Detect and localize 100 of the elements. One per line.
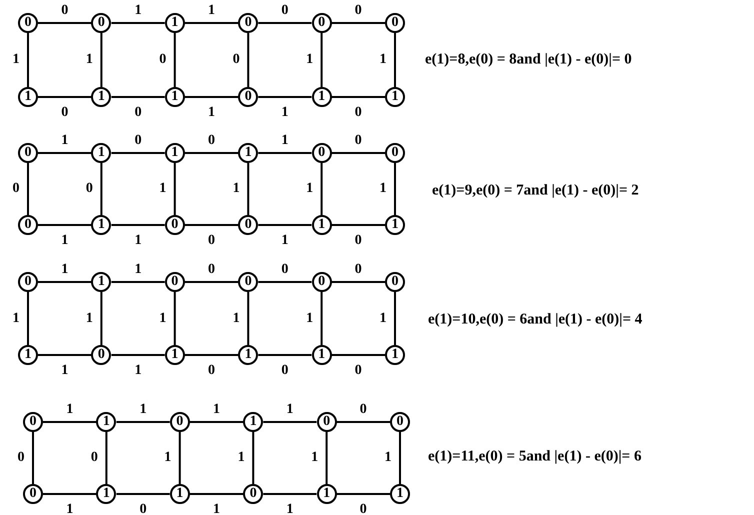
edge-line — [111, 152, 165, 154]
edge-label: 1 — [134, 364, 142, 378]
edge-label: 0 — [208, 364, 215, 378]
edge-label: 1 — [134, 234, 142, 248]
edge-label: 0 — [140, 503, 147, 515]
edge-label: 1 — [306, 312, 314, 326]
vertex-circle: 0 — [238, 87, 258, 107]
edge-label: 1 — [384, 451, 392, 465]
edge-line — [247, 33, 250, 87]
edge-line — [258, 96, 312, 98]
vertex-circle: 1 — [91, 143, 112, 163]
edge-label: 0 — [159, 53, 166, 67]
vertex-circle: 0 — [238, 13, 258, 33]
vertex-circle: 0 — [385, 13, 405, 33]
vertex-circle: 0 — [312, 272, 332, 292]
edge-label: 0 — [208, 134, 215, 148]
edge-line — [111, 22, 165, 24]
edge-line — [27, 33, 29, 87]
edge-line — [332, 224, 385, 226]
vertex-circle: 1 — [164, 345, 185, 365]
vertex-circle: 1 — [164, 13, 185, 33]
edge-label: 1 — [66, 503, 74, 515]
vertex-circle: 0 — [238, 215, 258, 235]
edge-line — [32, 432, 34, 484]
edge-line — [38, 22, 92, 24]
edge-label: 1 — [306, 182, 314, 196]
vertex-circle: 1 — [91, 215, 112, 235]
edge-label: 1 — [159, 312, 166, 326]
edge-line — [263, 421, 317, 423]
edge-label: 1 — [380, 312, 386, 326]
vertex-circle: 1 — [385, 215, 405, 235]
vertex-circle: 0 — [91, 13, 112, 33]
edge-line — [326, 432, 328, 484]
edge-line — [184, 354, 238, 356]
edge-label: 0 — [232, 53, 240, 67]
edge-label: 1 — [380, 53, 386, 67]
edge-line — [258, 281, 312, 283]
edge-label: 1 — [86, 53, 93, 67]
edge-label: 1 — [232, 182, 240, 196]
equation-text: e(1)=10,e(0) = 6and |e(1) - e(0)|= 4 — [428, 312, 642, 328]
vertex-circle: 0 — [385, 272, 405, 292]
edge-label: 1 — [164, 451, 172, 465]
vertex-circle: 0 — [164, 215, 185, 235]
edge-label: 0 — [281, 263, 288, 277]
edge-label: 0 — [354, 234, 362, 248]
vertex-circle: 0 — [170, 412, 190, 432]
edge-label: 0 — [354, 4, 362, 18]
edge-label: 1 — [61, 134, 68, 148]
edge-line — [100, 163, 102, 215]
edge-label: 0 — [360, 403, 367, 417]
edge-label: 0 — [354, 134, 362, 148]
edge-label: 0 — [61, 106, 68, 120]
edge-label: 1 — [134, 4, 142, 18]
edge-label: 0 — [86, 182, 93, 196]
edge-label: 1 — [281, 234, 288, 248]
edge-line — [258, 354, 312, 356]
edge-line — [38, 354, 92, 356]
edge-line — [247, 292, 250, 345]
vertex-circle: 0 — [18, 13, 38, 33]
edge-line — [394, 292, 396, 345]
edge-line — [111, 354, 165, 356]
edge-line — [190, 493, 244, 495]
edge-line — [332, 281, 385, 283]
edge-line — [100, 292, 102, 345]
edge-label: 1 — [311, 451, 318, 465]
vertex-circle: 1 — [96, 484, 116, 504]
edge-line — [38, 224, 92, 226]
edge-line — [27, 292, 29, 345]
edge-label: 1 — [159, 182, 166, 196]
edge-line — [184, 22, 238, 24]
edge-line — [38, 281, 92, 283]
edge-line — [263, 493, 317, 495]
edge-label: 1 — [286, 403, 294, 417]
edge-label: 0 — [354, 106, 362, 120]
edge-label: 1 — [281, 106, 288, 120]
edge-line — [394, 163, 396, 215]
vertex-circle: 0 — [238, 272, 258, 292]
equation-text: e(1)=11,e(0) = 5and |e(1) - e(0)|= 6 — [428, 450, 642, 464]
edge-line — [184, 152, 238, 154]
edge-line — [336, 421, 390, 423]
edge-label: 1 — [12, 312, 20, 326]
edge-line — [111, 224, 165, 226]
vertex-circle: 0 — [23, 484, 43, 504]
vertex-circle: 1 — [312, 345, 332, 365]
edge-label: 0 — [354, 364, 362, 378]
edge-label: 1 — [238, 451, 245, 465]
edge-label: 1 — [12, 53, 20, 67]
vertex-circle: 1 — [238, 345, 258, 365]
edge-label: 1 — [86, 312, 93, 326]
vertex-circle: 0 — [390, 412, 410, 432]
equation-text: e(1)=8,e(0) = 8and |e(1) - e(0)|= 0 — [425, 52, 632, 68]
edge-label: 1 — [380, 182, 386, 196]
edge-line — [27, 163, 29, 215]
edge-label: 1 — [213, 503, 220, 515]
edge-label: 0 — [134, 106, 142, 120]
edge-line — [184, 224, 238, 226]
edge-line — [174, 292, 176, 345]
edge-line — [100, 33, 102, 87]
vertex-circle: 1 — [390, 484, 410, 504]
edge-label: 0 — [134, 134, 142, 148]
